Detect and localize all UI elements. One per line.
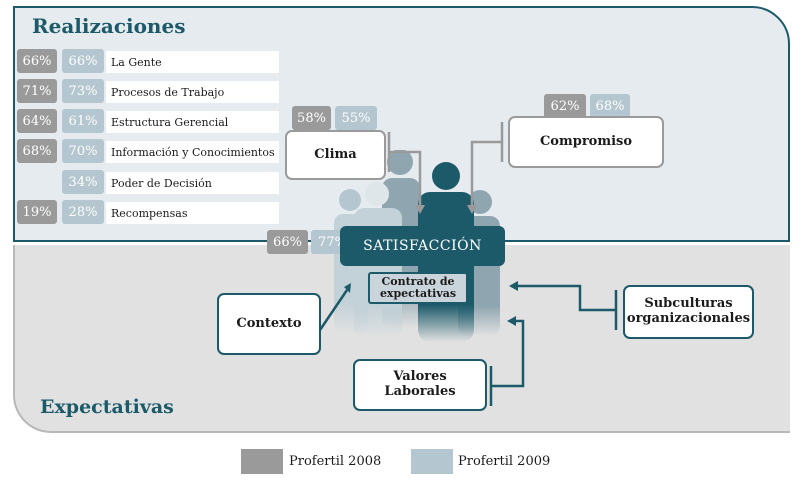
clima-2008: 58% [292, 106, 331, 130]
row-estructura-2009: 61% [62, 109, 104, 133]
satisfaccion-2008: 66% [267, 230, 308, 254]
legend-swatch-2009 [411, 449, 453, 474]
compromiso-2008: 62% [544, 94, 586, 118]
row-poder-2009: 34% [62, 170, 104, 194]
row-procesos-2009: 73% [62, 79, 104, 103]
subculturas-node: Subculturas organizacionales [623, 285, 754, 339]
row-informacion-2009: 70% [62, 139, 104, 163]
contexto-node: Contexto [217, 293, 321, 355]
compromiso-2009: 68% [590, 94, 630, 118]
row-recompensas-2009: 28% [62, 200, 104, 224]
row-estructura-2008: 64% [17, 109, 57, 133]
expectativas-title: Expectativas [40, 396, 174, 418]
row-la-gente-2008: 66% [17, 49, 57, 73]
row-poder-label: Poder de Decisión [106, 172, 279, 194]
legend-swatch-2008 [241, 449, 283, 474]
row-recompensas-label: Recompensas [106, 202, 279, 224]
satisfaccion-node: SATISFACCIÓN [340, 226, 505, 266]
row-informacion-2008: 68% [17, 139, 57, 163]
compromiso-node: Compromiso [508, 116, 664, 168]
contrato-expectativas: Contrato de expectativas [368, 272, 468, 304]
valores-node: Valores Laborales [353, 359, 487, 411]
clima-node: Clima [285, 130, 386, 180]
row-informacion-label: Información y Conocimientos [106, 141, 279, 163]
clima-2009: 55% [335, 106, 377, 130]
row-recompensas-2008: 19% [17, 200, 57, 224]
legend-label-2009: Profertil 2009 [458, 454, 551, 469]
legend-label-2008: Profertil 2008 [289, 454, 382, 469]
row-estructura-label: Estructura Gerencial [106, 111, 279, 133]
row-procesos-2008: 71% [17, 79, 57, 103]
row-la-gente-label: La Gente [106, 51, 279, 73]
realizaciones-title: Realizaciones [32, 14, 186, 38]
row-procesos-label: Procesos de Trabajo [106, 81, 279, 103]
row-la-gente-2009: 66% [62, 49, 104, 73]
